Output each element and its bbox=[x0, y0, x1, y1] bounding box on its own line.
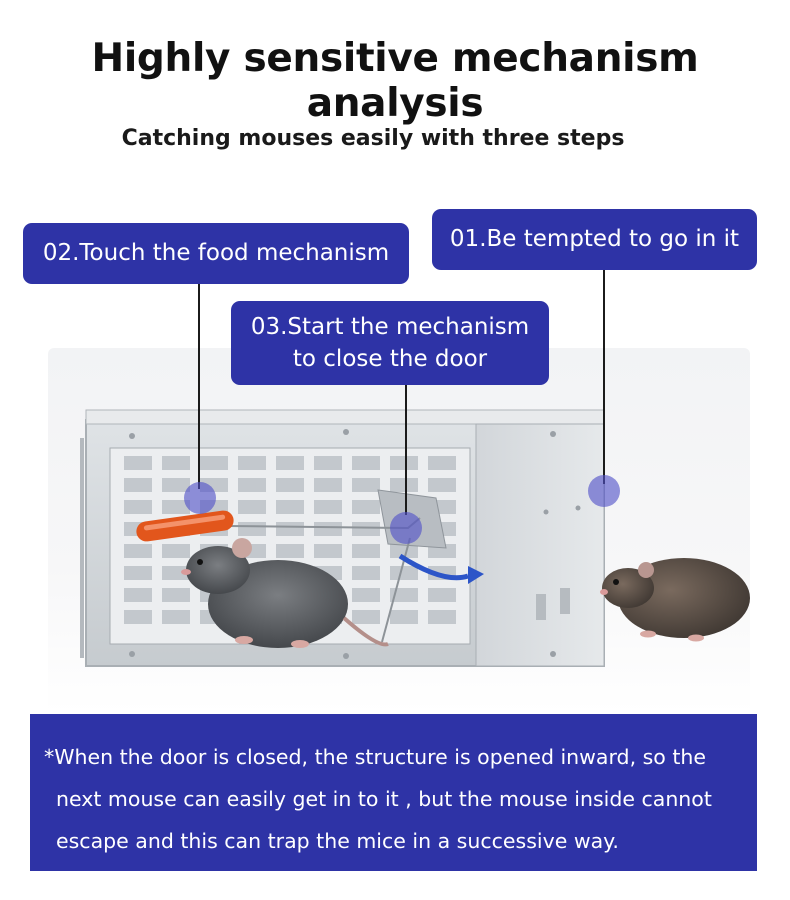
door-close-arrow bbox=[398, 553, 484, 584]
mouse-trap-illustration bbox=[80, 409, 750, 667]
leader-line-step02 bbox=[198, 284, 200, 489]
explanation-note: *When the door is closed, the structure … bbox=[30, 714, 757, 871]
marker-dot-step02 bbox=[184, 482, 216, 514]
leader-line-step01 bbox=[603, 270, 605, 484]
note-line-3: escape and this can trap the mice in a s… bbox=[56, 829, 619, 853]
page-title: Highly sensitive mechanism analysis bbox=[91, 36, 699, 126]
sausage-bait bbox=[136, 510, 234, 542]
product-photo bbox=[48, 348, 750, 714]
mouse-trap-cage bbox=[80, 409, 605, 667]
callout-step01: 01.Be tempted to go in it bbox=[432, 209, 757, 270]
leader-line-step03 bbox=[405, 385, 407, 515]
callout-step03: 03.Start the mechanism to close the door bbox=[231, 301, 549, 385]
note-line-1: *When the door is closed, the structure … bbox=[44, 745, 706, 769]
callout-step03-line1: 03.Start the mechanism bbox=[250, 313, 530, 340]
callout-step02: 02.Touch the food mechanism bbox=[23, 223, 409, 284]
rat-inside bbox=[181, 538, 389, 648]
callout-step02-label: 02.Touch the food mechanism bbox=[42, 240, 390, 267]
callout-step01-label: 01.Be tempted to go in it bbox=[449, 226, 740, 253]
note-line-2: next mouse can easily get in to it , but… bbox=[56, 787, 712, 811]
marker-dot-step03 bbox=[390, 512, 422, 544]
callout-step03-line2: to close the door bbox=[292, 346, 488, 372]
marker-dot-step01 bbox=[588, 475, 620, 507]
rat-outside bbox=[600, 558, 750, 642]
page-subtitle: Catching mouses easily with three steps bbox=[121, 126, 625, 151]
